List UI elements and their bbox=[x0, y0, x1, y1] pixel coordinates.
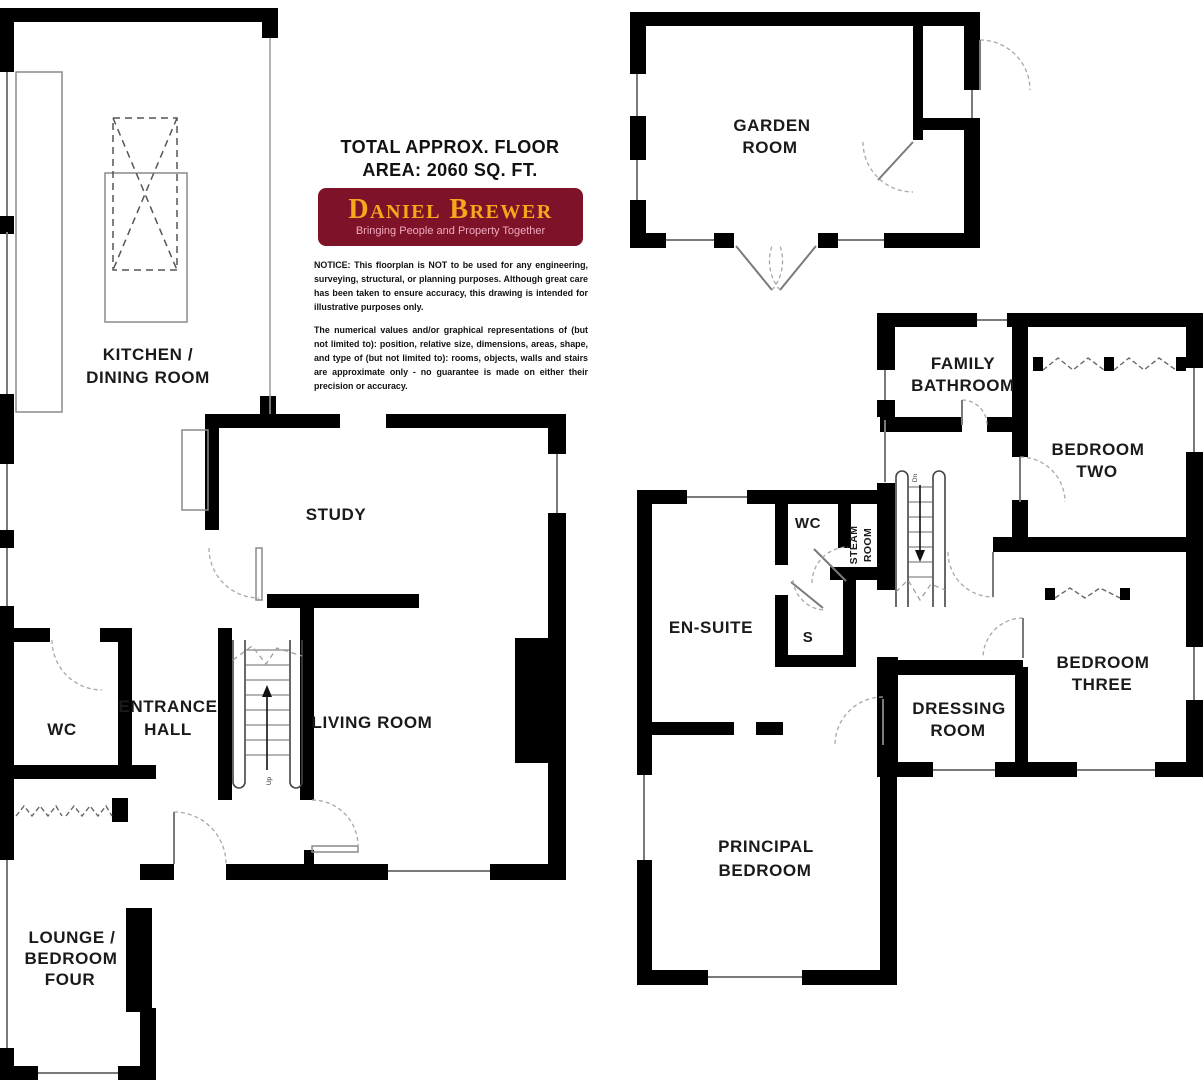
room-label-kitchen-2: DINING ROOM bbox=[86, 368, 210, 387]
room-label-lounge-3: FOUR bbox=[45, 970, 96, 989]
study-cupboard bbox=[181, 429, 209, 511]
room-label-bathroom-2: BATHROOM bbox=[911, 376, 1015, 395]
room-labels: KITCHEN / DINING ROOM STUDY ENTRANCE HAL… bbox=[25, 116, 1150, 989]
first-floor-walls bbox=[637, 313, 1203, 985]
room-label-bedroom-two: BEDROOM bbox=[1052, 440, 1145, 459]
garden-room-structure bbox=[630, 12, 1031, 291]
ground-floor-walls bbox=[0, 8, 566, 1080]
room-label-lounge: LOUNGE / bbox=[29, 928, 116, 947]
room-label-garden: GARDEN bbox=[733, 116, 810, 135]
agent-logo: Daniel Brewer Bringing People and Proper… bbox=[318, 188, 583, 246]
room-label-bedroom-three-2: THREE bbox=[1072, 675, 1133, 694]
stairs-up-label: Up bbox=[266, 776, 273, 785]
first-floor-windows bbox=[643, 319, 1195, 978]
room-label-dressing: DRESSING bbox=[912, 699, 1006, 718]
stairs-down-label: Dn bbox=[912, 473, 919, 482]
garden-room-doors bbox=[735, 39, 1031, 291]
room-label-ensuite: EN-SUITE bbox=[669, 618, 753, 637]
room-label-bedroom-two-2: TWO bbox=[1076, 462, 1117, 481]
disclaimer-paragraph-1: NOTICE: This floorplan is NOT to be used… bbox=[314, 260, 588, 312]
first-floor-doors bbox=[790, 357, 1177, 746]
kitchen-counter bbox=[15, 71, 63, 413]
room-label-kitchen: KITCHEN / bbox=[103, 345, 193, 364]
ground-floor-doors bbox=[15, 547, 359, 865]
room-label-living: LIVING ROOM bbox=[312, 713, 433, 732]
room-label-steam: STEAM bbox=[848, 526, 860, 565]
room-label-wc-first: WC bbox=[795, 515, 821, 532]
ground-floor-furniture bbox=[15, 71, 209, 511]
room-label-garden-2: ROOM bbox=[742, 138, 797, 157]
room-label-dressing-2: ROOM bbox=[930, 721, 985, 740]
ground-floor: Up bbox=[0, 8, 566, 1080]
first-floor: Dn bbox=[637, 313, 1203, 985]
total-area-text: TOTAL APPROX. FLOOR AREA: 2060 SQ. FT. bbox=[314, 136, 586, 182]
disclaimer-notice: NOTICE: This floorplan is NOT to be used… bbox=[314, 258, 588, 402]
room-label-bathroom: FAMILY bbox=[931, 354, 995, 373]
agent-logo-tagline: Bringing People and Property Together bbox=[355, 225, 546, 237]
room-label-cupboard: S bbox=[803, 629, 814, 646]
room-label-entrance: ENTRANCE bbox=[118, 697, 217, 716]
room-label-lounge-2: BEDROOM bbox=[25, 949, 118, 968]
room-label-steam-2: ROOM bbox=[862, 528, 874, 562]
garden-room-windows bbox=[636, 74, 973, 241]
room-label-entrance-2: HALL bbox=[144, 720, 192, 739]
total-area-line1: TOTAL APPROX. FLOOR bbox=[340, 137, 560, 157]
room-label-wc-ground: WC bbox=[47, 720, 77, 739]
ground-floor-stairs: Up bbox=[232, 640, 303, 789]
room-label-bedroom-three: BEDROOM bbox=[1057, 653, 1150, 672]
total-area-line2: AREA: 2060 SQ. FT. bbox=[362, 160, 538, 180]
agent-logo-name: Daniel Brewer bbox=[348, 194, 553, 225]
disclaimer-paragraph-2: The numerical values and/or graphical re… bbox=[314, 325, 588, 391]
kitchen-island bbox=[104, 172, 188, 323]
room-label-principal-2: BEDROOM bbox=[719, 861, 812, 880]
first-floor-stairs: Dn bbox=[895, 470, 946, 607]
kitchen-skylight bbox=[112, 117, 178, 271]
room-label-study: STUDY bbox=[306, 505, 367, 524]
garden-room-walls bbox=[630, 12, 980, 248]
ground-floor-windows bbox=[6, 38, 558, 1074]
room-label-principal: PRINCIPAL bbox=[718, 837, 814, 856]
